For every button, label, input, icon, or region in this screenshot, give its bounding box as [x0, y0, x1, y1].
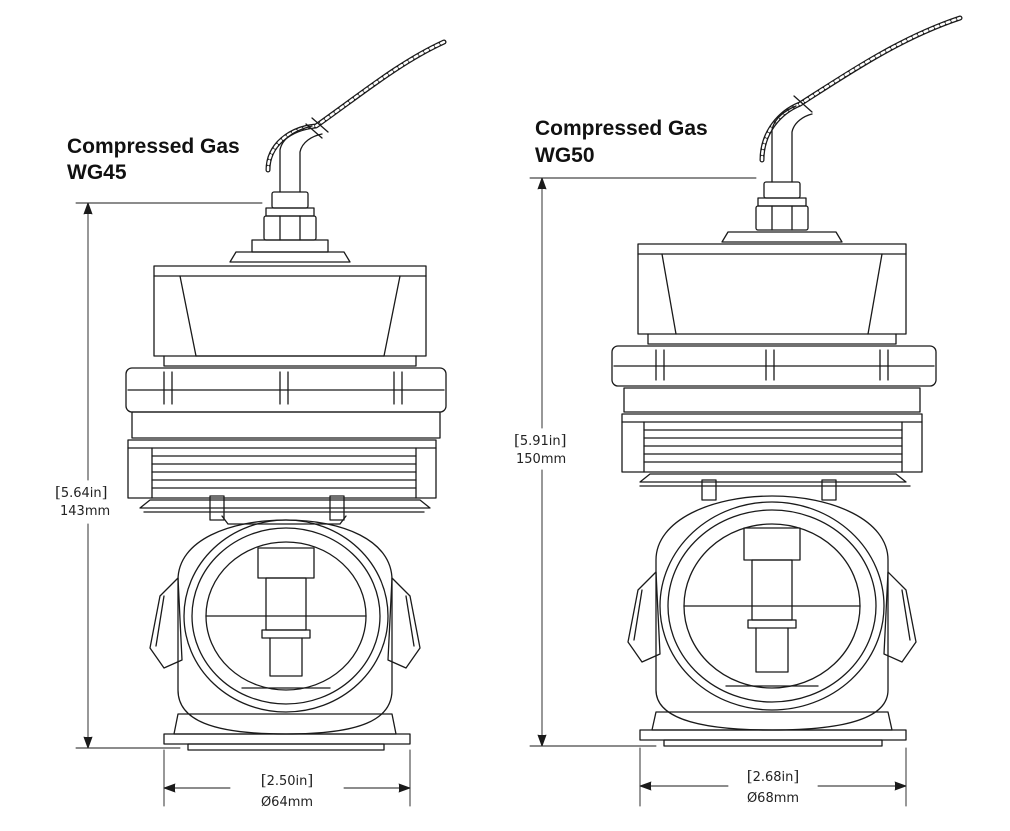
wg50-braided-line — [759, 15, 963, 183]
wg45-width-inches-value: 2.50in — [266, 774, 308, 789]
wg50-width-mm: Ø68mm — [746, 791, 800, 806]
wg45-height-mm: 143mm — [60, 504, 111, 519]
wg45-base-bolts — [209, 495, 347, 525]
wg50-base-bolts — [701, 479, 837, 501]
wg50-valve-housing — [655, 495, 889, 731]
wg45-braided-line — [265, 39, 447, 193]
wg50-title-line2: WG50 — [535, 144, 595, 167]
wg45-width-dimension — [163, 749, 411, 807]
wg50-wastegate-drawing — [611, 15, 963, 747]
wg45-fitting — [229, 191, 351, 263]
wg45-title-line1: Compressed Gas — [67, 135, 240, 158]
wg50-width-dimension — [639, 747, 907, 807]
wg45-base-flange — [163, 713, 411, 751]
wg45-valve-housing — [177, 519, 393, 735]
wg50-width-inches: [2.68in] — [746, 767, 800, 785]
wg45-side-latches — [149, 577, 421, 669]
wg50-height-inches-value: 5.91in — [519, 434, 561, 449]
wg50-base-flange — [639, 711, 907, 747]
wg50-cooling-fins — [621, 413, 923, 487]
wg50-fitting — [721, 181, 843, 243]
wg45-wastegate-drawing — [125, 39, 447, 751]
wg45-height-inches: [5.64in] — [55, 483, 108, 501]
wg50-clamp-ring — [611, 345, 937, 413]
wg50-width-inches-value: 2.68in — [752, 770, 794, 785]
wg50-side-latches — [627, 571, 917, 663]
wg50-height-mm: 150mm — [516, 452, 567, 467]
wg45-height-inches-value: 5.64in — [60, 486, 102, 501]
wg45-width-inches: [2.50in] — [260, 771, 314, 789]
wg50-height-inches: [5.91in] — [514, 431, 567, 449]
wg50-height-dimension — [529, 177, 757, 747]
wg45-actuator-cap — [153, 265, 427, 367]
wg50-actuator-cap — [637, 243, 907, 345]
wg45-title-line2: WG45 — [67, 161, 127, 184]
wg45-cooling-fins — [127, 439, 437, 513]
wg45-clamp-ring — [125, 367, 447, 439]
wg50-title-line1: Compressed Gas — [535, 117, 708, 140]
wg45-width-mm: Ø64mm — [260, 795, 314, 810]
wg45-height-dimension — [75, 202, 263, 749]
